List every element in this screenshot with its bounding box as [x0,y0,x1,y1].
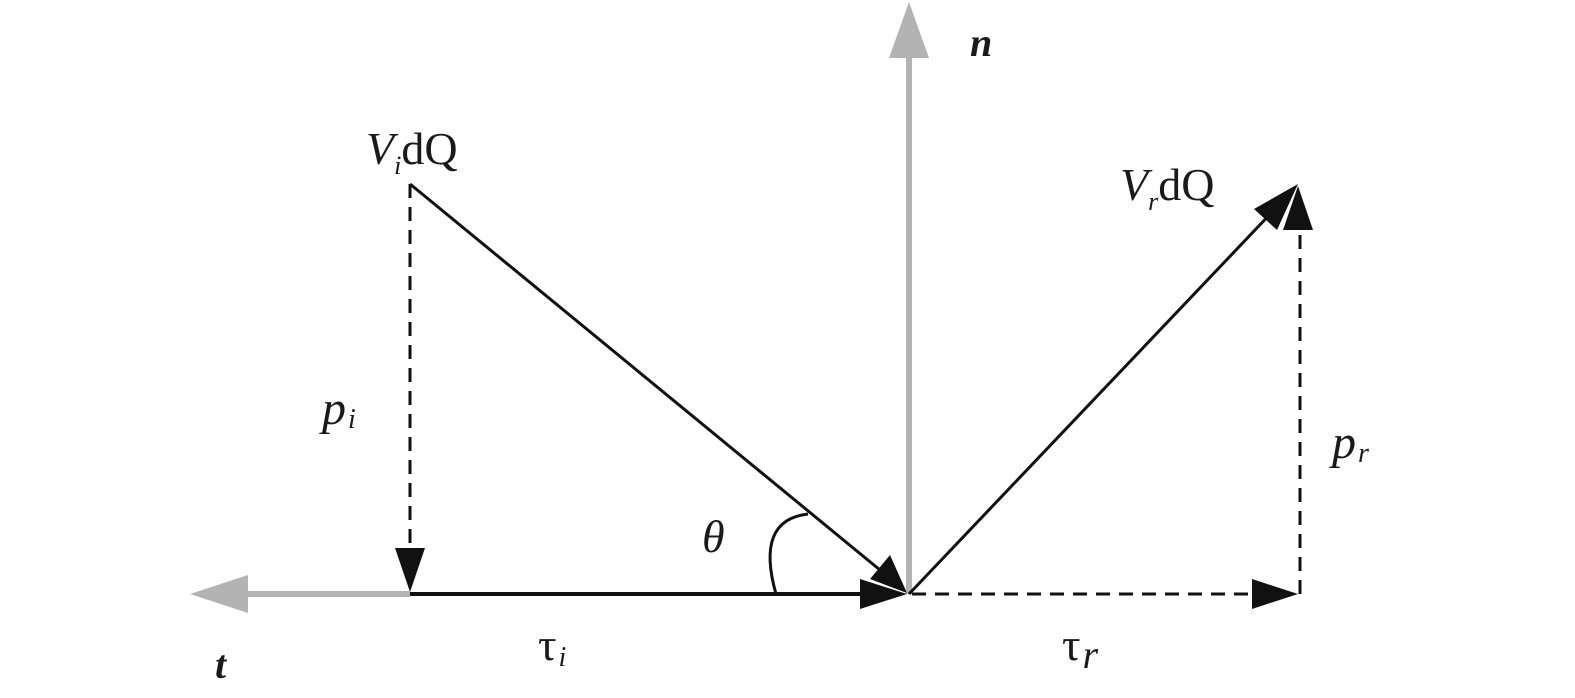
tau-i-label: τi [538,619,566,673]
tau-r-label: τr [1062,619,1099,677]
tau-r-arrowhead [1252,579,1298,609]
p-r-label: pr [1329,416,1369,469]
p-i-arrowhead [395,548,425,592]
p-i-component [395,184,425,592]
p-r-component [1283,186,1313,594]
p-i-label: pi [319,382,356,435]
normal-axis [889,2,929,594]
incident-vector [409,182,907,593]
p-r-arrowhead [1283,186,1313,230]
tau-i-arrowhead [860,579,907,609]
tangent-axis-arrowhead [190,575,248,613]
tangent-axis-label: t [215,642,228,687]
incident-vector-arrowhead [870,555,907,593]
reflected-vector-arrowhead [1254,184,1298,230]
reflected-vector-label: VrdQ [1120,159,1214,216]
normal-axis-label: n [970,20,992,65]
tau-r-component [912,579,1298,609]
normal-axis-arrowhead [889,2,929,58]
tau-i-component [410,579,907,609]
theta-arc [768,512,809,595]
tangent-axis [190,575,410,613]
theta-label: θ [702,511,725,562]
reflected-vector [907,184,1298,596]
incident-vector-label: VidQ [366,123,458,180]
